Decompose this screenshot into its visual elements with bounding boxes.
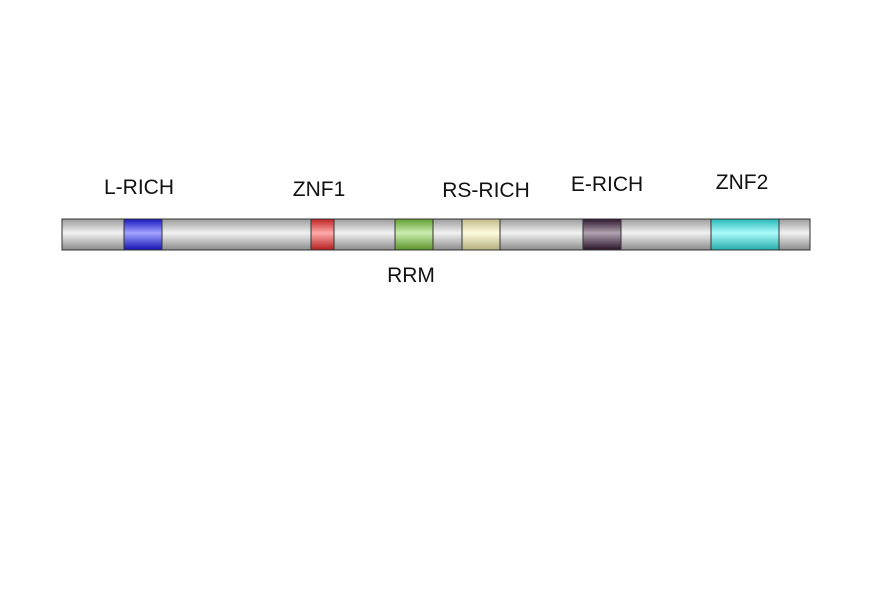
domain-block-rs-rich [461, 218, 501, 251]
domain-label-l-rich: L-RICH [104, 176, 174, 199]
protein-backbone [61, 218, 811, 251]
domain-block-znf1 [310, 218, 335, 251]
domain-block-rrm [394, 218, 434, 251]
domain-block-l-rich [123, 218, 163, 251]
domain-block-e-rich [582, 218, 622, 251]
domain-block-znf2 [710, 218, 780, 251]
domain-label-e-rich: E-RICH [571, 173, 643, 196]
domain-label-znf2: ZNF2 [716, 171, 769, 194]
domain-label-rrm: RRM [387, 264, 435, 287]
domain-label-rs-rich: RS-RICH [442, 179, 530, 202]
domain-label-znf1: ZNF1 [293, 178, 346, 201]
